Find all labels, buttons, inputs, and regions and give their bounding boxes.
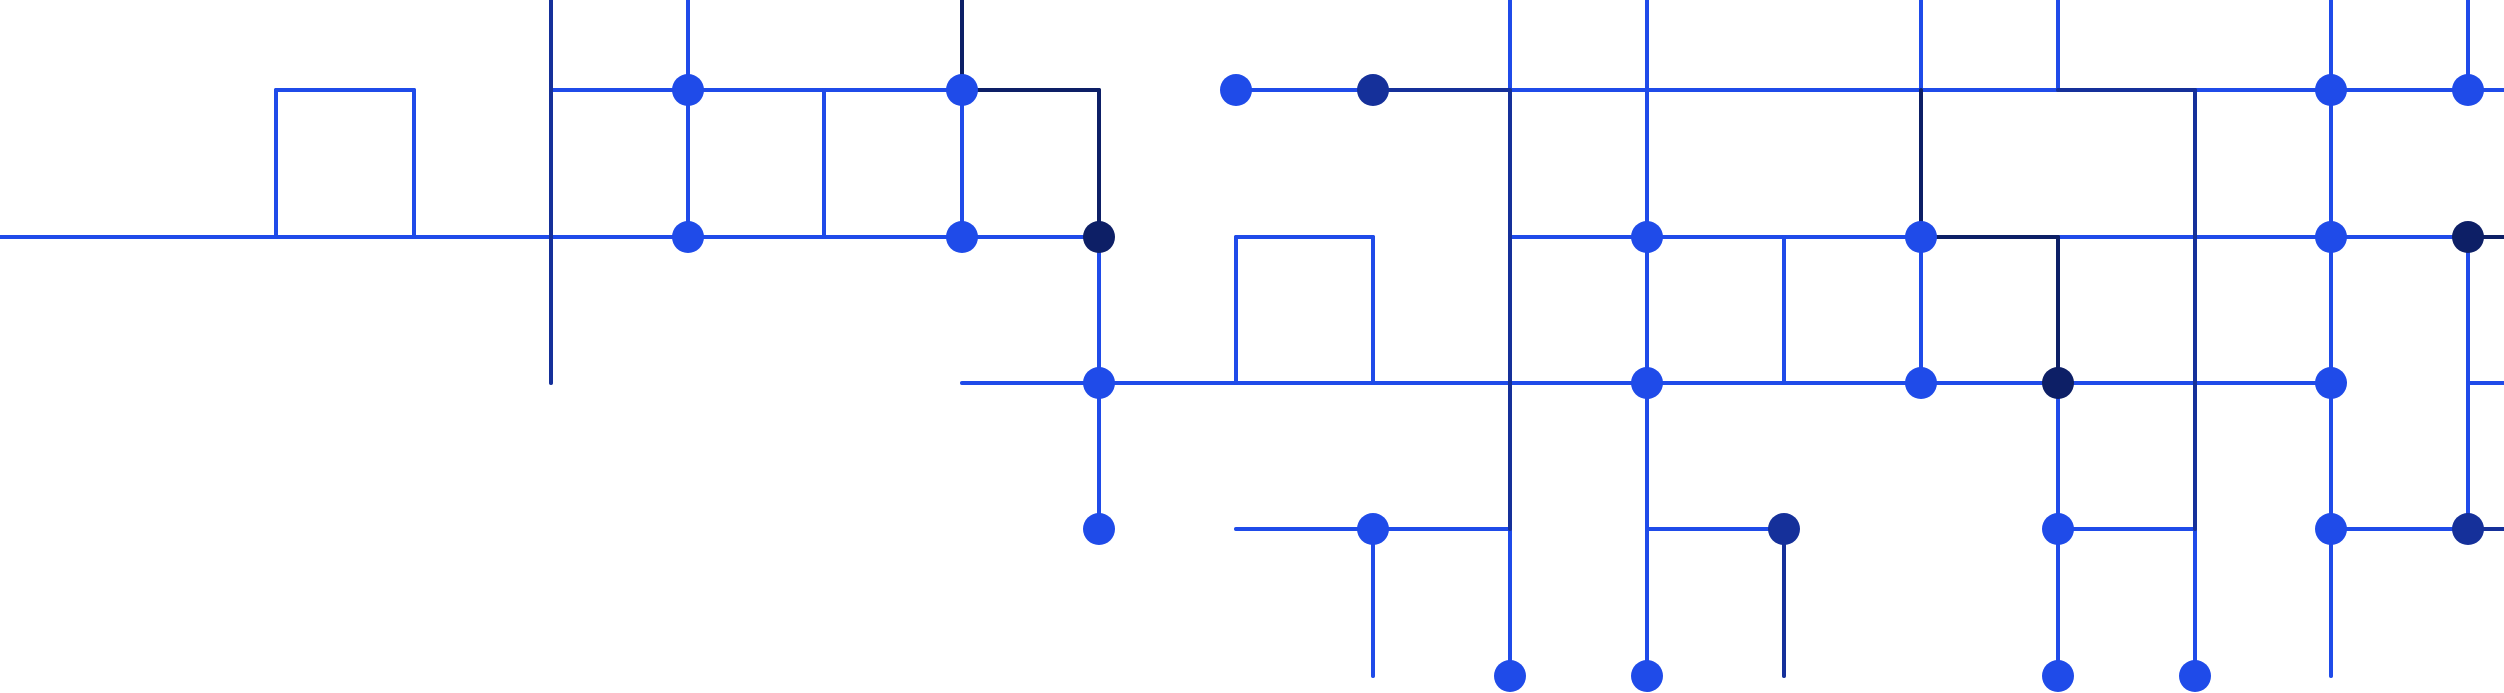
circuit-node-dot [946,221,978,253]
circuit-node-dot [1083,513,1115,545]
circuit-node-dot [1083,367,1115,399]
circuit-node-dot [1905,221,1937,253]
circuit-node-dot [1631,221,1663,253]
circuit-node-dot [2042,367,2074,399]
circuit-node-dot [1905,367,1937,399]
circuit-node-dot [1631,367,1663,399]
circuit-node-dot [672,74,704,106]
circuit-node-dot [1768,513,1800,545]
circuit-node-dot [1357,74,1389,106]
circuit-node-dot [2042,660,2074,692]
circuit-node-dot [1220,74,1252,106]
circuit-node-dot [672,221,704,253]
circuit-node-dot [1357,513,1389,545]
circuit-node-dot [2315,367,2347,399]
circuit-node-dot [946,74,978,106]
circuit-node-dot [2452,513,2484,545]
circuit-node-dot [2042,513,2074,545]
circuit-node-dot [1631,660,1663,692]
wire-layer [0,0,2504,678]
circuit-node-dot [2315,513,2347,545]
circuit-node-dot [2315,221,2347,253]
circuit-node-dot [2452,221,2484,253]
circuit-node-dot [1494,660,1526,692]
circuit-node-dot [2452,74,2484,106]
circuit-node-dot [2179,660,2211,692]
circuit-node-dot [1083,221,1115,253]
node-layer [672,74,2484,692]
circuit-node-dot [2315,74,2347,106]
